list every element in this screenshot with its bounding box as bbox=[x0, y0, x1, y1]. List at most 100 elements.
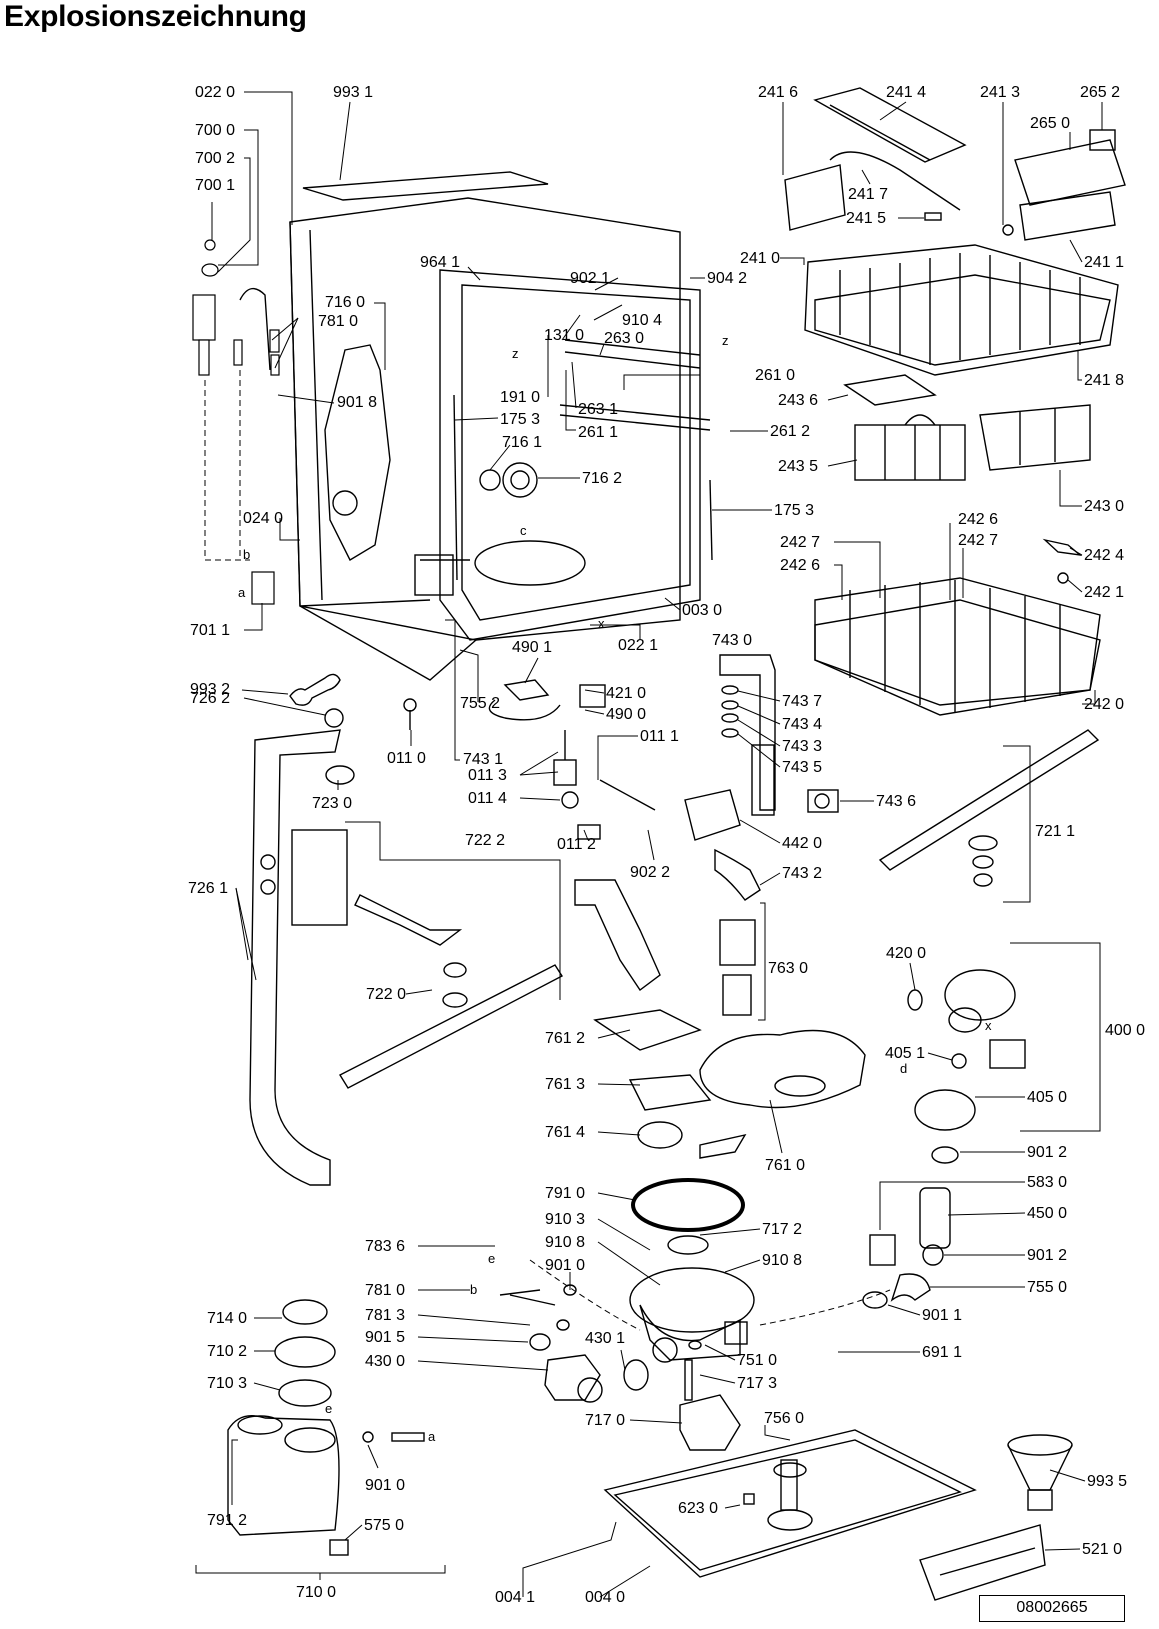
callout-421-0: 421 0 bbox=[606, 685, 646, 702]
callout-781-0: 781 0 bbox=[365, 1282, 405, 1299]
callout-901-2-a: 901 2 bbox=[1027, 1144, 1067, 1161]
callout-901-8: 901 8 bbox=[337, 394, 377, 411]
letter-mark-x-2: x bbox=[985, 1018, 992, 1033]
callout-743-1: 743 1 bbox=[463, 751, 503, 768]
callout-261-2: 261 2 bbox=[770, 423, 810, 440]
callout-241-8: 241 8 bbox=[1084, 372, 1124, 389]
callout-964-1: 964 1 bbox=[420, 254, 460, 271]
sump-seal-ring bbox=[631, 1178, 745, 1232]
callout-011-3: 011 3 bbox=[468, 767, 507, 784]
callout-901-0-b: 901 0 bbox=[365, 1477, 405, 1494]
callout-761-0: 761 0 bbox=[765, 1157, 805, 1174]
callout-761-3: 761 3 bbox=[545, 1076, 585, 1093]
page-title: Explosionszeichnung bbox=[4, 0, 307, 33]
upper-spray-arm bbox=[878, 729, 1100, 887]
callout-716-1: 716 1 bbox=[502, 434, 542, 451]
callout-011-4: 011 4 bbox=[468, 790, 507, 807]
callout-751-0: 751 0 bbox=[737, 1352, 777, 1369]
callout-241-3: 241 3 bbox=[980, 84, 1020, 101]
callout-761-4: 761 4 bbox=[545, 1124, 585, 1141]
callout-labels: 022 0 993 1 700 0 700 2 700 1 964 1 902 … bbox=[188, 84, 1145, 1606]
inlet-valve-parts bbox=[192, 239, 280, 605]
callout-743-7: 743 7 bbox=[782, 693, 822, 710]
letter-mark-d-1: d bbox=[900, 1061, 907, 1076]
letter-mark-b-2: b bbox=[470, 1282, 477, 1297]
callout-242-4: 242 4 bbox=[1084, 547, 1124, 564]
callout-241-5: 241 5 bbox=[846, 210, 886, 227]
salt-container bbox=[227, 1299, 425, 1556]
callout-910-8-b: 910 8 bbox=[762, 1252, 802, 1269]
callout-242-6-a: 242 6 bbox=[958, 511, 998, 528]
callout-450-0: 450 0 bbox=[1027, 1205, 1067, 1222]
letter-mark-b-1: b bbox=[243, 547, 250, 562]
leader-lines bbox=[195, 91, 1103, 1598]
top-cover-strip bbox=[302, 171, 549, 201]
callout-011-1: 011 1 bbox=[640, 728, 679, 745]
part-drawings bbox=[192, 87, 1126, 1601]
callout-714-0: 714 0 bbox=[207, 1310, 247, 1327]
callout-241-1: 241 1 bbox=[1084, 254, 1124, 271]
door-latch-parts bbox=[403, 679, 656, 840]
pump-heater-parts bbox=[862, 969, 1026, 1309]
callout-022-1: 022 1 bbox=[618, 637, 658, 654]
callout-756-0: 756 0 bbox=[764, 1410, 804, 1427]
callout-400-0: 400 0 bbox=[1105, 1022, 1145, 1039]
callout-490-0: 490 0 bbox=[606, 706, 646, 723]
callout-242-1: 242 1 bbox=[1084, 584, 1124, 601]
callout-710-0: 710 0 bbox=[296, 1584, 336, 1601]
callout-723-0: 723 0 bbox=[312, 795, 352, 812]
callout-242-0: 242 0 bbox=[1084, 696, 1124, 713]
callout-755-2: 755 2 bbox=[460, 695, 500, 712]
callout-243-0: 243 0 bbox=[1084, 498, 1124, 515]
callout-710-2: 710 2 bbox=[207, 1343, 247, 1360]
callout-263-0: 263 0 bbox=[604, 330, 644, 347]
cup-rack-parts bbox=[784, 87, 1126, 241]
callout-717-2: 717 2 bbox=[762, 1221, 802, 1238]
callout-004-0: 004 0 bbox=[585, 1589, 625, 1606]
callout-781-3: 781 3 bbox=[365, 1307, 405, 1324]
callout-243-6: 243 6 bbox=[778, 392, 818, 409]
callout-763-0: 763 0 bbox=[768, 960, 808, 977]
callout-575-0: 575 0 bbox=[364, 1517, 404, 1534]
callout-910-3: 910 3 bbox=[545, 1211, 585, 1228]
callout-791-0: 791 0 bbox=[545, 1185, 585, 1202]
callout-405-1: 405 1 bbox=[885, 1045, 925, 1062]
kickplate bbox=[919, 1524, 1046, 1601]
callout-175-3-b: 175 3 bbox=[774, 502, 814, 519]
callout-901-1: 901 1 bbox=[922, 1307, 962, 1324]
lower-basket bbox=[814, 538, 1101, 716]
callout-722-0: 722 0 bbox=[366, 986, 406, 1003]
callout-901-2-b: 901 2 bbox=[1027, 1247, 1067, 1264]
callout-993-5: 993 5 bbox=[1087, 1473, 1127, 1490]
callout-700-0: 700 0 bbox=[195, 122, 235, 139]
callout-241-0: 241 0 bbox=[740, 250, 780, 267]
base-plate bbox=[603, 1429, 977, 1578]
callout-910-8-a: 910 8 bbox=[545, 1234, 585, 1251]
callout-783-6: 783 6 bbox=[365, 1238, 405, 1255]
spray-conduit bbox=[249, 708, 355, 1186]
letter-mark-x-1: x bbox=[598, 616, 605, 631]
callout-743-2: 743 2 bbox=[782, 865, 822, 882]
sump-assembly bbox=[629, 1235, 755, 1363]
callout-993-1: 993 1 bbox=[333, 84, 373, 101]
callout-242-6-b: 242 6 bbox=[780, 557, 820, 574]
callout-691-1: 691 1 bbox=[922, 1344, 962, 1361]
callout-901-0-a: 901 0 bbox=[545, 1257, 585, 1274]
callout-902-1: 902 1 bbox=[570, 270, 610, 287]
drain-pump bbox=[499, 1284, 649, 1403]
callout-175-3-a: 175 3 bbox=[500, 411, 540, 428]
callout-722-2: 722 2 bbox=[465, 832, 505, 849]
callout-726-2: 726 2 bbox=[190, 690, 230, 707]
callout-717-0: 717 0 bbox=[585, 1412, 625, 1429]
callout-521-0: 521 0 bbox=[1082, 1541, 1122, 1558]
callout-420-0: 420 0 bbox=[886, 945, 926, 962]
callout-781-0-top: 781 0 bbox=[318, 313, 358, 330]
callout-700-2: 700 2 bbox=[195, 150, 235, 167]
letter-mark-e-1: e bbox=[488, 1251, 495, 1266]
tub-body bbox=[289, 197, 713, 681]
callout-743-6: 743 6 bbox=[876, 793, 916, 810]
lower-spray-arm bbox=[291, 829, 563, 1089]
callout-241-6: 241 6 bbox=[758, 84, 798, 101]
callout-716-0: 716 0 bbox=[325, 294, 365, 311]
